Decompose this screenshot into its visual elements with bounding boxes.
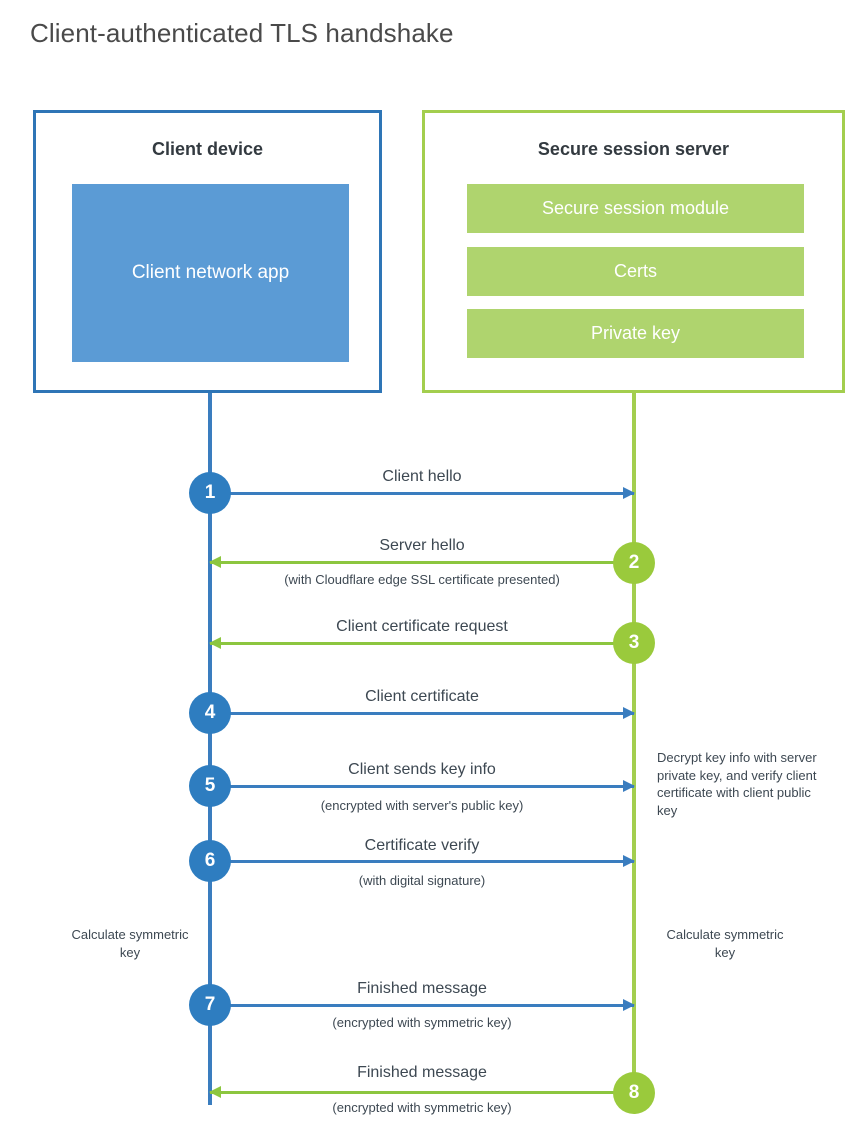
step-6-badge[interactable]: 6 (189, 840, 231, 882)
arrowhead-icon (623, 707, 635, 719)
arrowhead-icon (623, 855, 635, 867)
step-5-label: Client sends key info (348, 761, 496, 778)
arrowhead-icon (623, 999, 635, 1011)
step-2-label: Server hello (379, 537, 465, 554)
arrowhead-icon (209, 637, 221, 649)
page-title: Client-authenticated TLS handshake (30, 18, 454, 48)
step-2-arrow (209, 556, 634, 568)
server-calculate-symmetric-key-note: Calculate symmetric key (666, 927, 784, 960)
client-calculate-symmetric-key-note: Calculate symmetric key (71, 927, 189, 960)
step-3-label: Client certificate request (336, 618, 508, 635)
secure-session-module-box: Secure session module (467, 184, 804, 233)
client-lifeline (208, 393, 212, 1105)
private-key-box: Private key (467, 309, 804, 358)
step-5-sublabel: (encrypted with server's public key) (320, 798, 524, 813)
step-4-arrow (210, 707, 635, 719)
arrowhead-icon (623, 487, 635, 499)
step-8-label: Finished message (357, 1064, 487, 1081)
step-3-badge[interactable]: 3 (613, 622, 655, 664)
secure-session-server-box: Secure session server Secure session mod… (422, 110, 845, 393)
step-5-arrow (210, 780, 635, 792)
step-6-arrow (210, 855, 635, 867)
server-decrypt-note: Decrypt key info with server private key… (657, 750, 817, 818)
step-3-arrow (209, 637, 634, 649)
step-8-sublabel: (encrypted with symmetric key) (332, 1100, 512, 1115)
step-1-arrow (210, 487, 635, 499)
step-4-badge[interactable]: 4 (189, 692, 231, 734)
arrowhead-icon (209, 1086, 221, 1098)
client-device-title: Client device (151, 139, 264, 159)
arrowhead-icon (623, 780, 635, 792)
step-6-label: Certificate verify (364, 837, 480, 854)
step-7-badge[interactable]: 7 (189, 984, 231, 1026)
step-8-arrow (209, 1086, 634, 1098)
step-2-sublabel: (with Cloudflare edge SSL certificate pr… (284, 572, 560, 587)
step-8-badge[interactable]: 8 (613, 1072, 655, 1114)
client-device-box: Client device Client network app (33, 110, 382, 393)
step-6-sublabel: (with digital signature) (358, 873, 486, 888)
step-7-sublabel: (encrypted with symmetric key) (332, 1015, 512, 1030)
certs-box: Certs (467, 247, 804, 296)
server-lifeline (632, 393, 636, 1093)
step-1-label: Client hello (382, 468, 462, 485)
step-1-badge[interactable]: 1 (189, 472, 231, 514)
step-7-label: Finished message (357, 980, 487, 997)
step-4-label: Client certificate (365, 688, 479, 705)
step-2-badge[interactable]: 2 (613, 542, 655, 584)
arrowhead-icon (209, 556, 221, 568)
secure-session-server-title: Secure session server (537, 139, 730, 159)
step-7-arrow (210, 999, 635, 1011)
step-5-badge[interactable]: 5 (189, 765, 231, 807)
client-network-app-box: Client network app (72, 184, 349, 362)
